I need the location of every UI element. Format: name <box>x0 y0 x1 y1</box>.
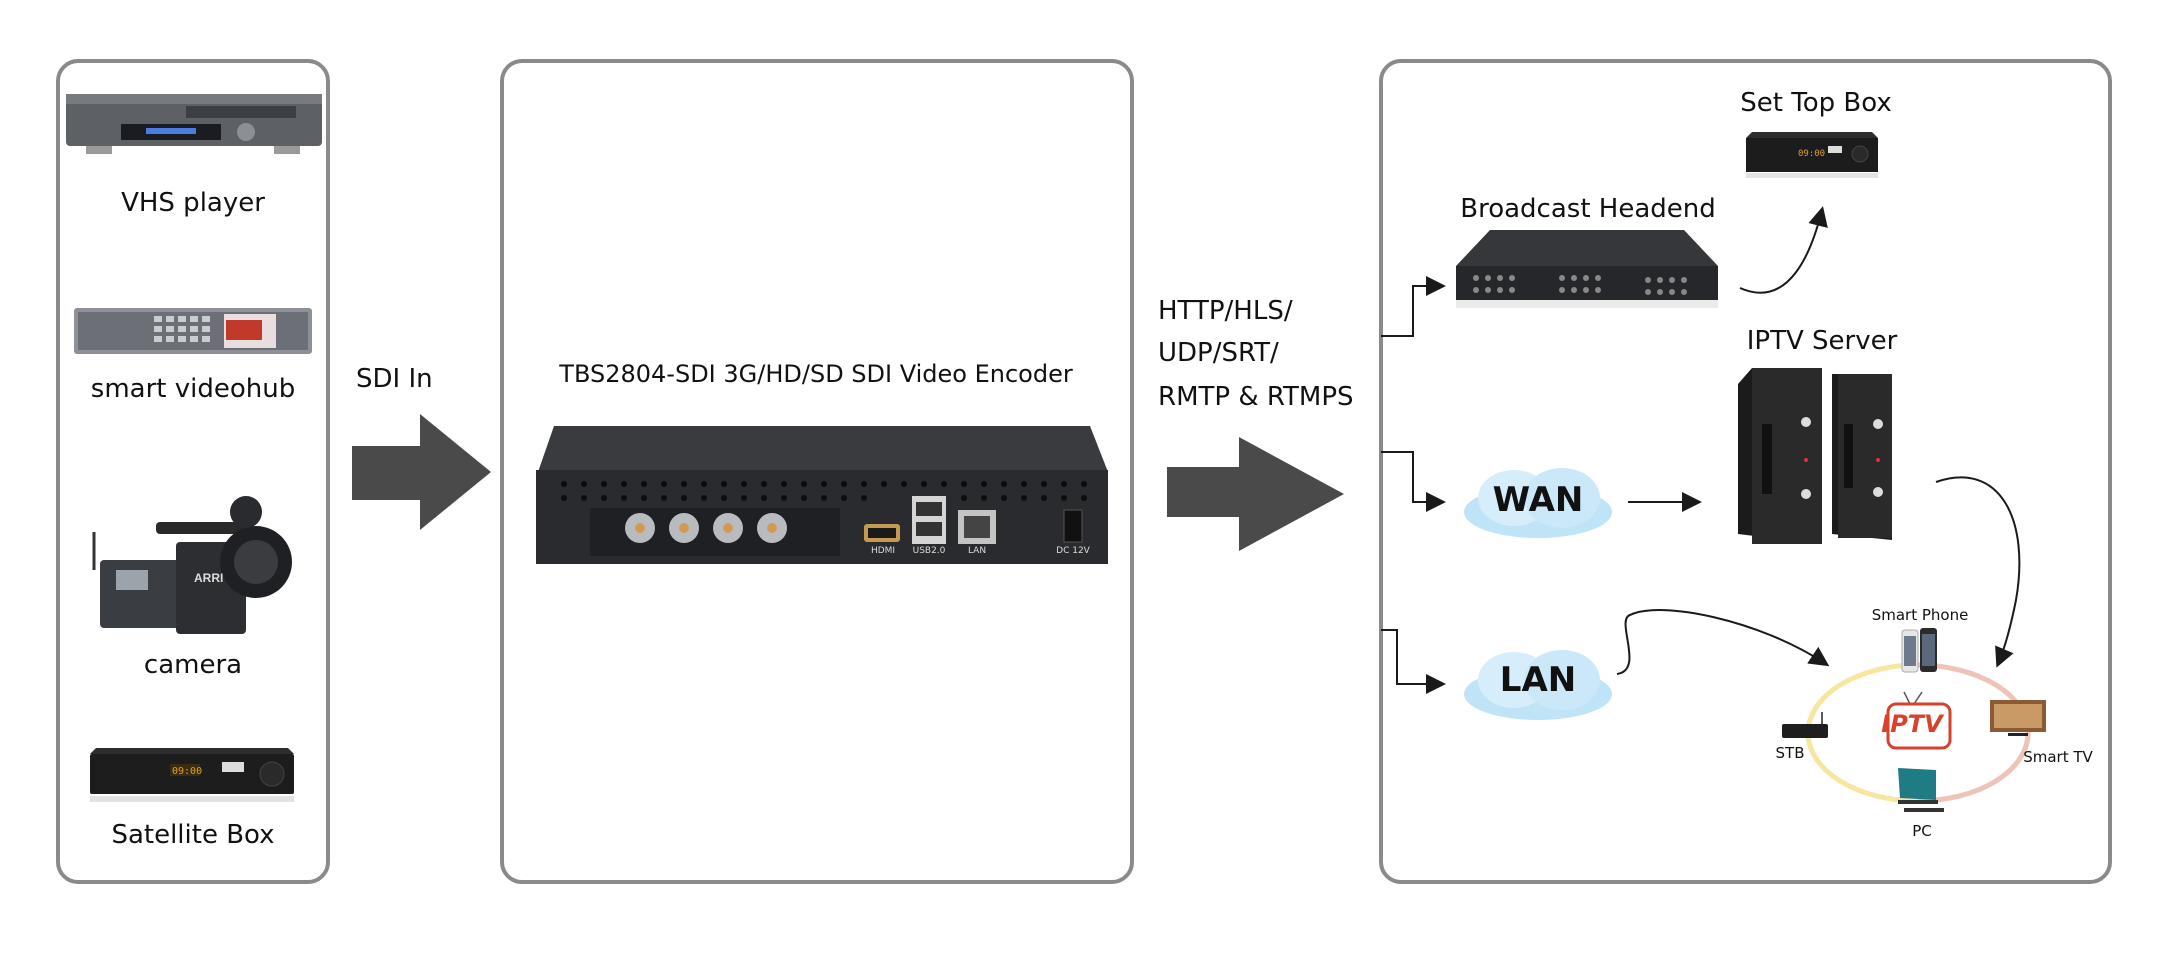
smart-phone-image <box>1900 626 1940 676</box>
port-label-hdmi: HDMI <box>870 546 896 556</box>
vent-holes <box>561 481 1087 501</box>
iptv-logo: IPTV <box>1866 690 1966 750</box>
client-label-smart-phone: Smart Phone <box>1871 606 1969 624</box>
satellite-box-icon: 09:00 <box>90 748 294 802</box>
encoder-device-icon <box>536 426 1108 564</box>
source-label-camera: camera <box>143 650 243 680</box>
smart-tv-image <box>1990 700 2048 740</box>
headend-icon <box>1456 230 1718 308</box>
client-label-pc: PC <box>1912 822 1932 840</box>
smart-tv-icon <box>1990 700 2046 736</box>
svg-text:09:00: 09:00 <box>172 766 202 777</box>
iptv-logo-text: IPTV <box>1881 710 1943 738</box>
svg-text:09:00: 09:00 <box>1798 149 1825 159</box>
broadcast-headend-image <box>1452 228 1722 310</box>
client-label-stb: STB <box>1775 744 1805 762</box>
protocol-line-3: RMTP & RTMPS <box>1158 382 1354 412</box>
server-icon <box>1738 368 1892 544</box>
cloud-icon <box>1464 650 1612 720</box>
source-label-smart-videohub: smart videohub <box>90 374 296 404</box>
wan-cloud: WAN <box>1458 460 1618 544</box>
port-label-lan: LAN <box>967 546 987 556</box>
encoder-title: TBS2804-SDI 3G/HD/SD SDI Video Encoder <box>559 360 1073 388</box>
set-top-box-icon: 09:00 <box>1746 132 1878 178</box>
pc-image <box>1892 766 1950 816</box>
pc-icon <box>1898 768 1944 812</box>
camera-image: ARRI <box>86 492 296 642</box>
vhs-player-icon <box>66 94 322 154</box>
broadcast-headend-label: Broadcast Headend <box>1460 194 1716 224</box>
lan-cloud: LAN <box>1458 642 1618 726</box>
protocol-line-1: HTTP/HLS/ <box>1158 296 1293 326</box>
iptv-server-label: IPTV Server <box>1746 326 1898 356</box>
svg-text:ARRI: ARRI <box>194 571 223 585</box>
vhs-player-image <box>66 86 322 158</box>
source-label-vhs-player: VHS player <box>121 188 265 218</box>
stb-icon <box>1782 712 1828 738</box>
encoder-device-image: HDMI USB2.0 LAN DC 12V <box>534 424 1112 566</box>
port-label-dc: DC 12V <box>1056 546 1090 556</box>
sdi-in-arrow-shape <box>352 414 491 530</box>
sdi-in-label: SDI In <box>356 364 433 394</box>
set-top-box-image: 09:00 <box>1746 130 1878 180</box>
satellite-box-image: 09:00 <box>88 740 296 804</box>
set-top-box-label: Set Top Box <box>1740 88 1892 118</box>
smart-phone-icon <box>1901 628 1937 673</box>
cloud-icon <box>1464 468 1612 538</box>
protocol-line-2: UDP/SRT/ <box>1158 338 1279 368</box>
lan-label: LAN <box>1499 660 1577 700</box>
iptv-server-image <box>1728 364 1918 550</box>
output-arrow-shape <box>1167 437 1344 551</box>
port-label-usb: USB2.0 <box>912 546 946 556</box>
stb-image <box>1780 712 1830 742</box>
sdi-connectors <box>625 513 787 543</box>
sources-panel <box>56 59 330 884</box>
iptv-tv-icon <box>1886 691 1952 750</box>
smart-videohub-image <box>74 308 312 354</box>
camera-icon: ARRI <box>92 496 292 634</box>
client-label-smart-tv: Smart TV <box>2023 748 2093 766</box>
videohub-icon <box>74 308 312 354</box>
wan-label: WAN <box>1492 480 1584 520</box>
source-label-satellite-box: Satellite Box <box>111 820 275 850</box>
